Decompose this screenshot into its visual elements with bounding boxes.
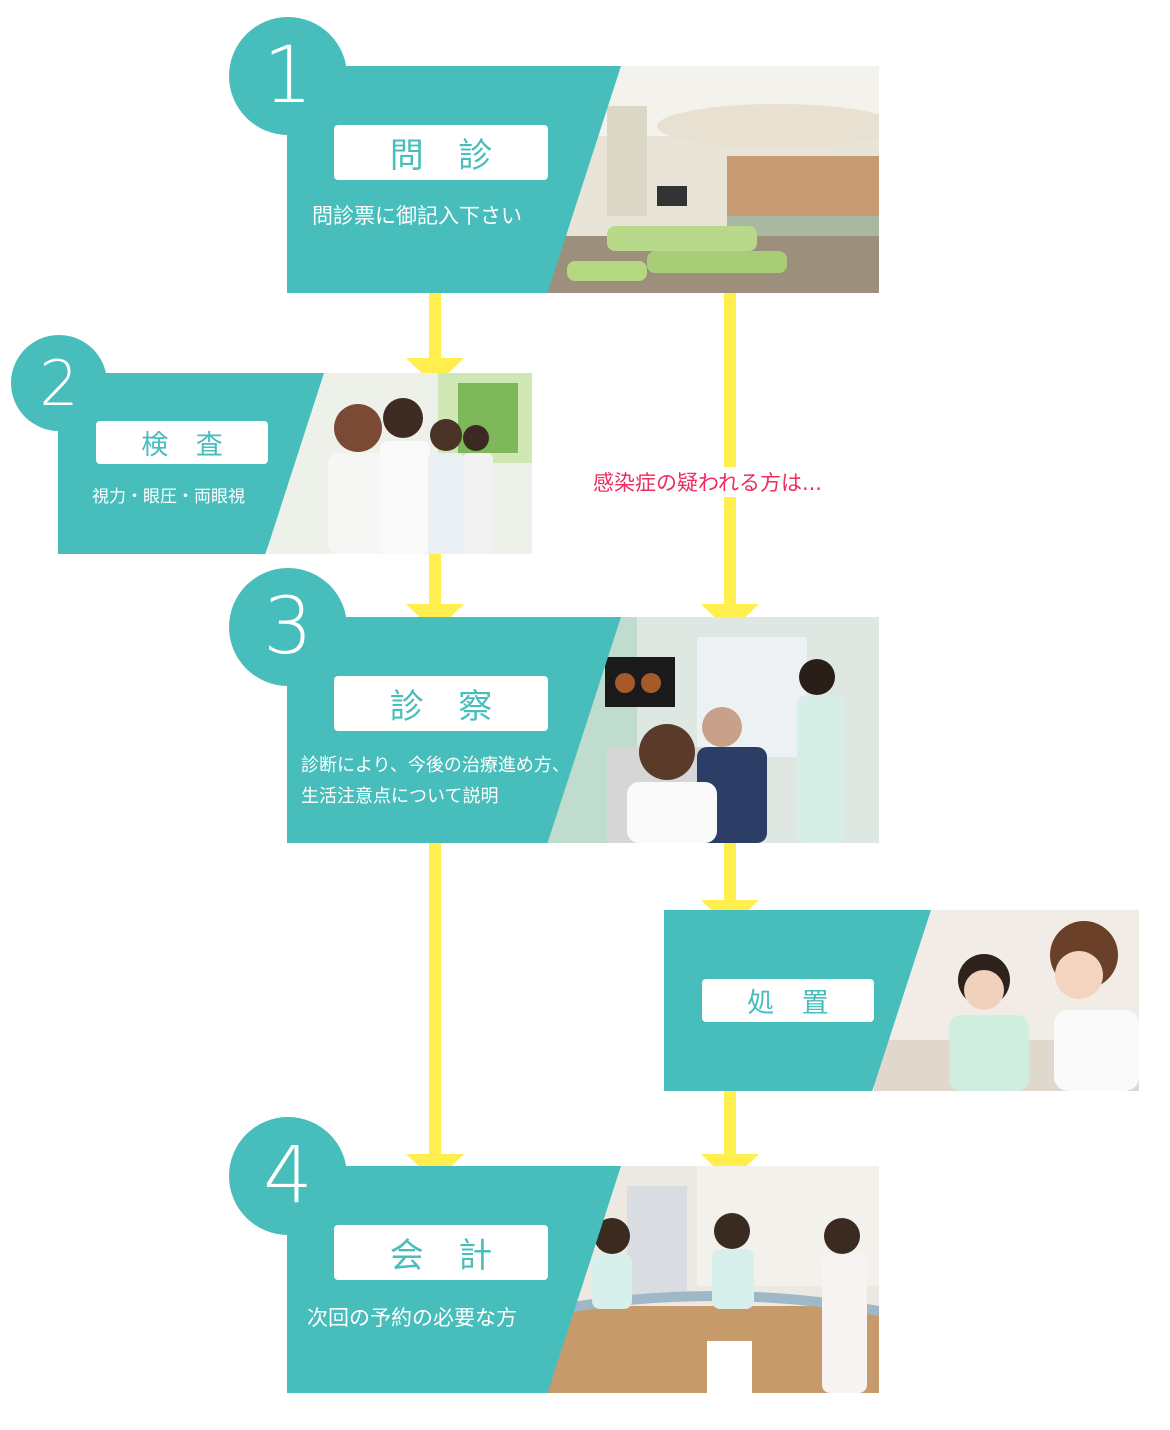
- step-4-description: 次回の予約の必要な方: [307, 1306, 517, 1330]
- step-3-number: 3: [229, 568, 347, 686]
- step-2-number: 2: [11, 335, 107, 431]
- infection-note: 感染症の疑われる方は...: [591, 467, 824, 497]
- treatment-block: 処 置: [664, 910, 1139, 1091]
- step-1-photo: [547, 66, 879, 293]
- step-1-number: 1: [229, 17, 347, 135]
- step-4-number: 4: [229, 1117, 347, 1235]
- treatment-title: 処 置: [702, 979, 874, 1022]
- step-4-title: 会 計: [334, 1225, 548, 1280]
- treatment-photo: [874, 910, 1139, 1091]
- step-1-block: 問 診 問診票に御記入下さい: [287, 66, 879, 293]
- step-2-block: 検 査 視力・眼圧・両眼視: [58, 373, 532, 554]
- step-3-title: 診 察: [334, 676, 548, 731]
- step-4-photo: [547, 1166, 879, 1393]
- step-2-description: 視力・眼圧・両眼視: [92, 487, 245, 507]
- step-4-block: 会 計 次回の予約の必要な方: [287, 1166, 879, 1393]
- step-3-description-line-2: 生活注意点について説明: [301, 786, 499, 807]
- step-2-title: 検 査: [96, 421, 268, 464]
- step-1-description: 問診票に御記入下さい: [312, 204, 522, 228]
- step-3-description-line-1: 診断により、今後の治療進め方、: [301, 755, 570, 776]
- step-1-title: 問 診: [334, 125, 548, 180]
- step-3-block: 診 察 診断により、今後の治療進め方、 生活注意点について説明: [287, 617, 879, 843]
